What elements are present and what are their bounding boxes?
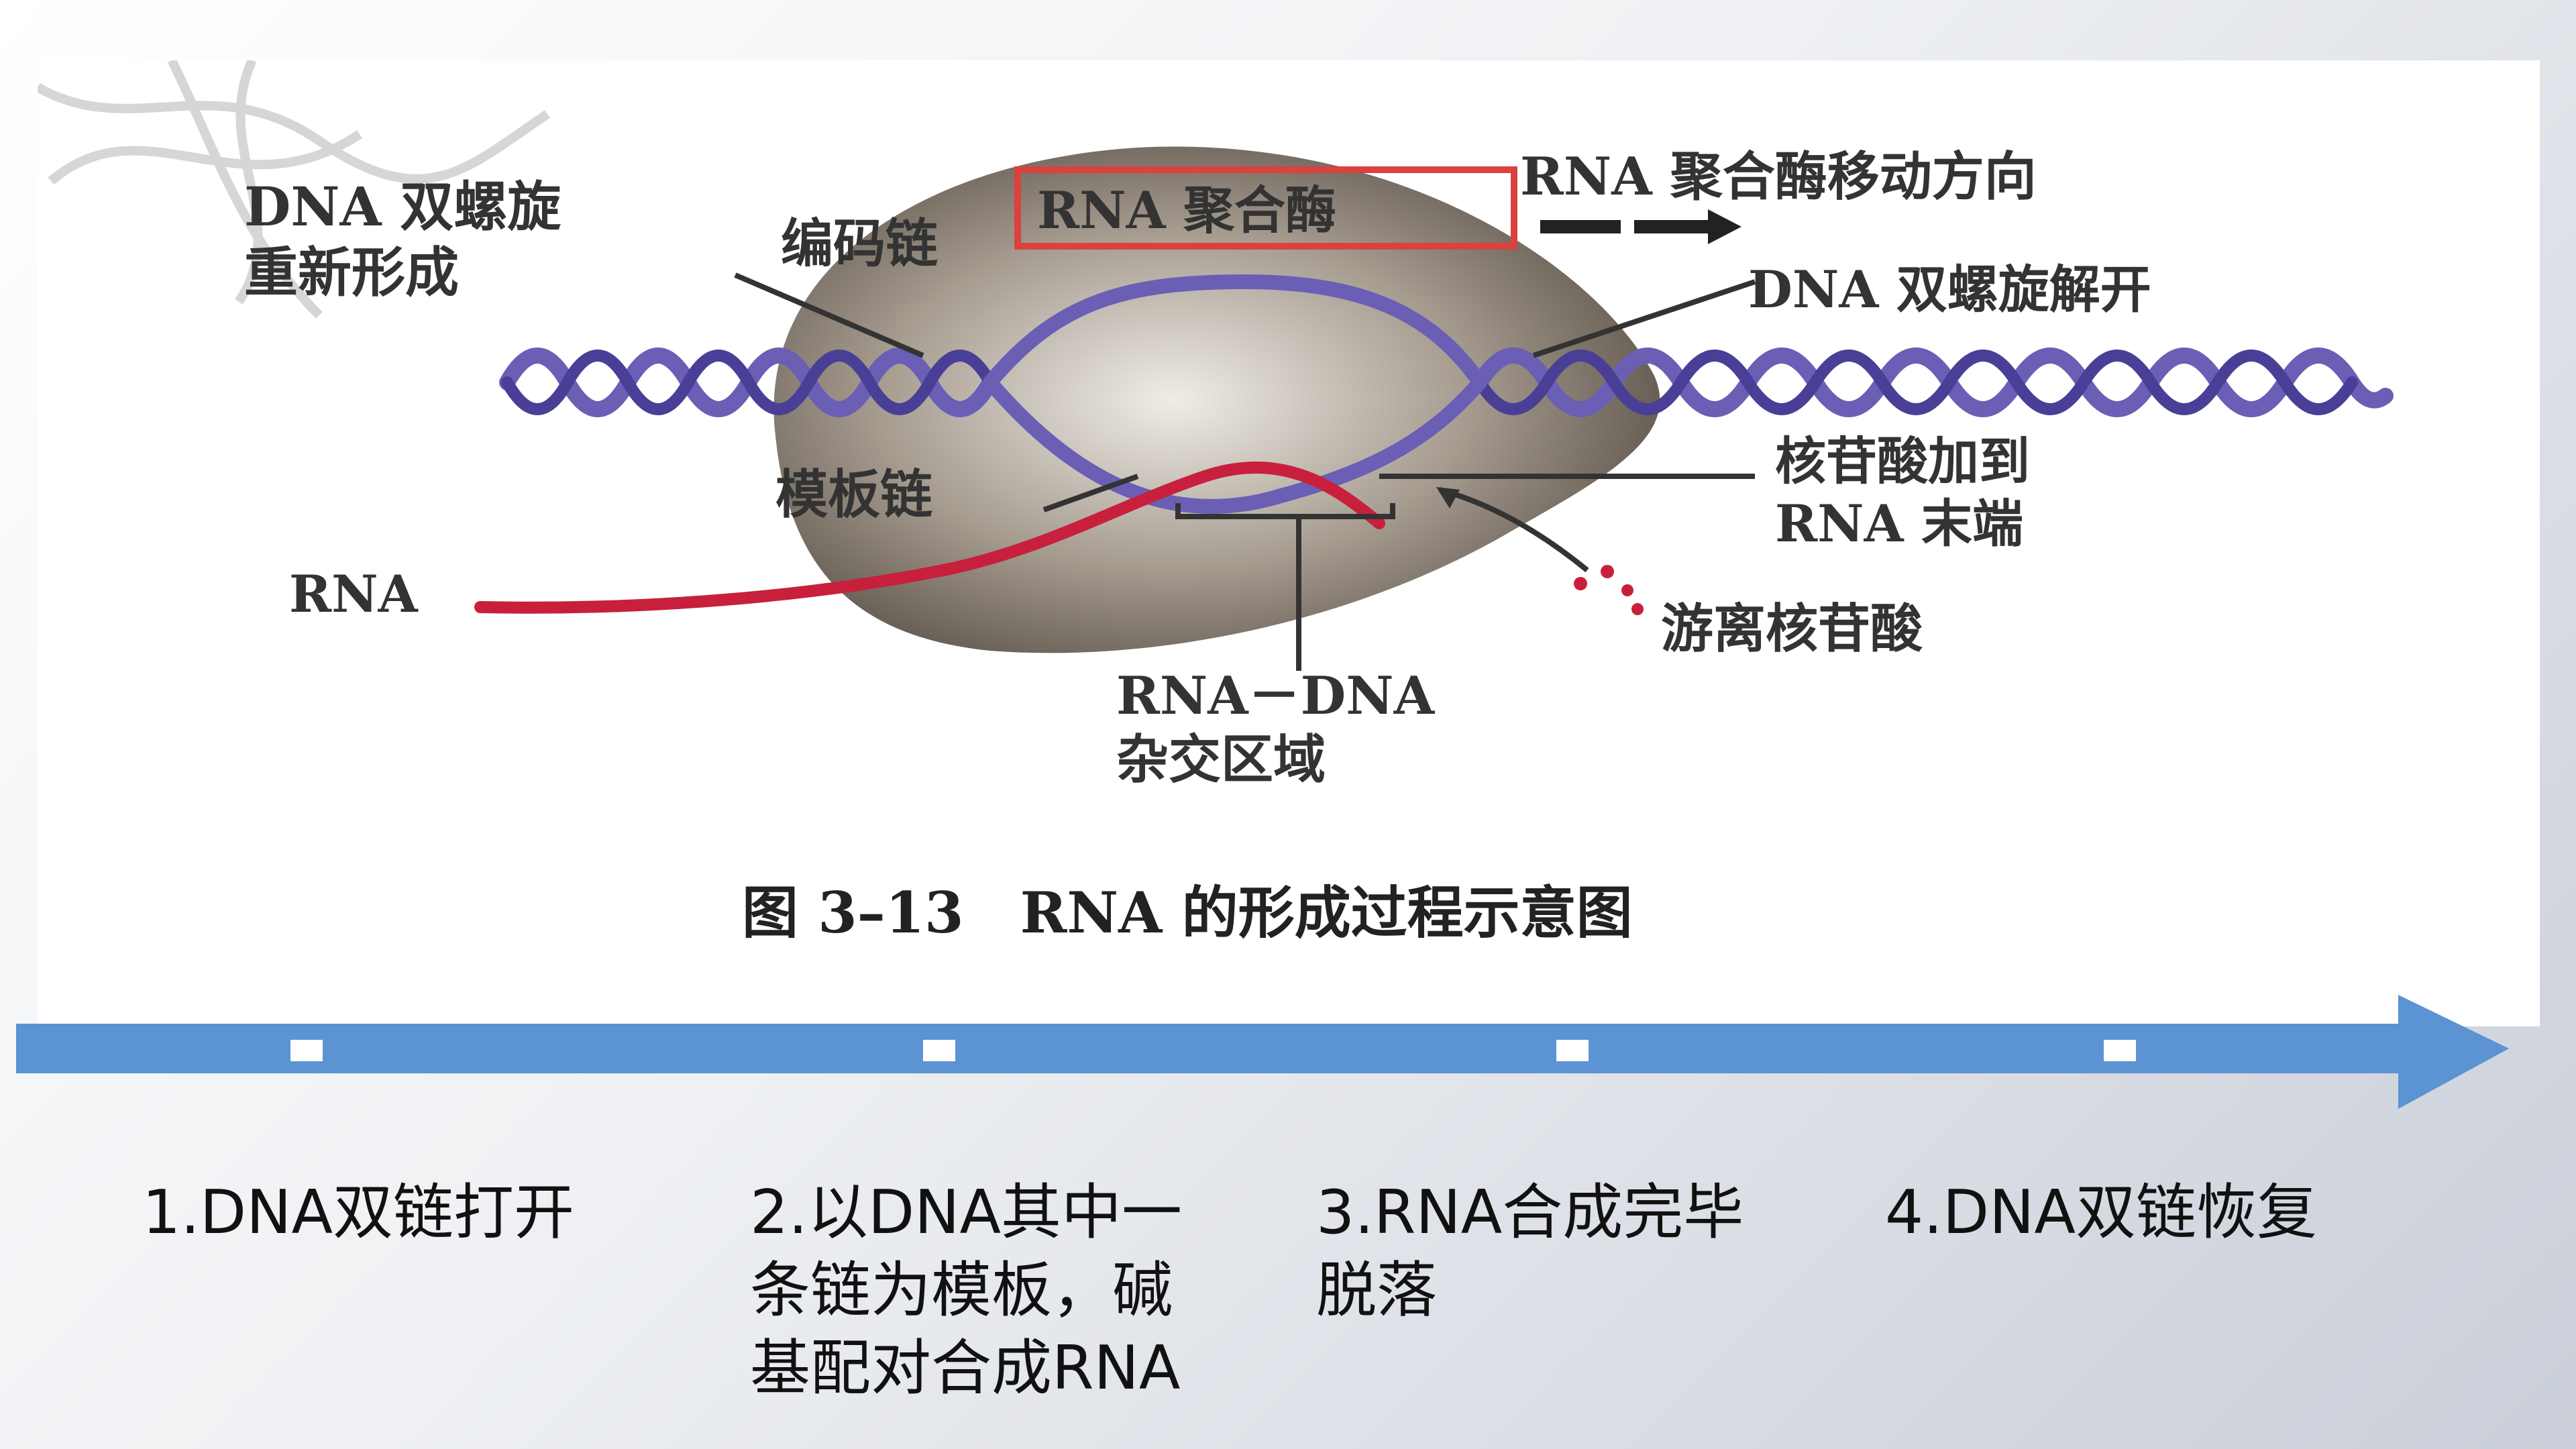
- timeline-bar: [16, 1024, 2402, 1073]
- label-dna-helix-reform: DNA 双螺旋 重新形成: [244, 175, 561, 304]
- direction-arrow: [1540, 209, 1741, 244]
- figure-panel: DNA 双螺旋 重新形成 编码链 RNA 聚合酶 RNA 聚合酶移动方向 DNA…: [38, 60, 2540, 1026]
- timeline-marker-2: [920, 1037, 958, 1064]
- timeline-marker-3: [1554, 1037, 1591, 1064]
- decorative-sketch: [38, 60, 550, 319]
- timeline-marker-1: [288, 1037, 325, 1064]
- figure-caption: 图 3–13 RNA 的形成过程示意图: [742, 879, 1633, 946]
- free-nucleotides: [1574, 565, 1644, 615]
- step-3-text: 3.RNA合成完毕 脱落: [1316, 1177, 1744, 1326]
- step-2-text: 2.以DNA其中一 条链为模板，碱 基配对合成RNA: [750, 1177, 1183, 1403]
- transcription-illustration: [38, 60, 2394, 671]
- label-dna-helix-unwind: DNA 双螺旋解开: [1748, 260, 2151, 319]
- rna-strand: [474, 461, 1385, 614]
- leader-lines: [734, 272, 1756, 671]
- step-4-text: 4.DNA双链恢复: [1885, 1177, 2318, 1248]
- rna-polymerase-highlight-box: [1014, 166, 1517, 250]
- label-rna-polymerase: RNA 聚合酶: [1037, 180, 1337, 240]
- label-free-nucleotides: 游离核苷酸: [1661, 598, 1923, 659]
- dna-double-helix: [499, 274, 2394, 514]
- label-movement-direction: RNA 聚合酶移动方向: [1520, 146, 2037, 207]
- label-coding-strand: 编码链: [781, 213, 938, 274]
- timeline-marker-4: [2101, 1037, 2139, 1064]
- label-hybrid-region: RNA－DNA 杂交区域: [1116, 665, 1435, 791]
- label-nucleotide-added: 核苷酸加到 RNA 末端: [1775, 431, 2030, 553]
- rna-polymerase-body: [773, 146, 1660, 653]
- label-template-strand: 模板链: [775, 464, 933, 525]
- step-1-text: 1.DNA双链打开: [142, 1177, 575, 1248]
- timeline-arrowhead: [2398, 995, 2509, 1109]
- label-rna: RNA: [289, 564, 418, 624]
- timeline-arrow: [16, 995, 2509, 1109]
